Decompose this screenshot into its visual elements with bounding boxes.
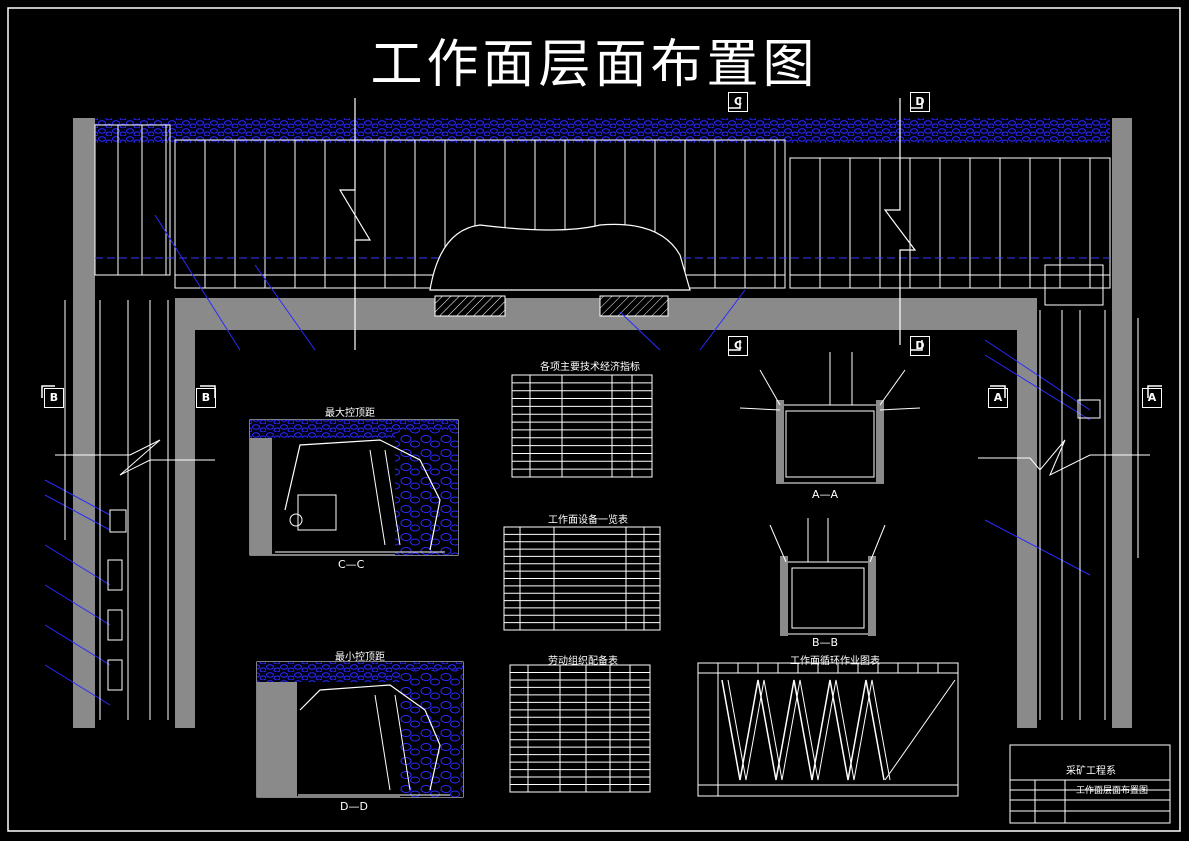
drawing-title: 工作面层面布置图 xyxy=(370,35,819,95)
table-equipment-title: 工作面设备一览表 xyxy=(548,515,628,526)
tag-b-left: B xyxy=(44,388,64,408)
cycle-chart xyxy=(697,662,959,797)
title-block xyxy=(1009,744,1171,824)
tag-a-left: A xyxy=(988,388,1008,408)
table-equipment xyxy=(503,526,661,631)
left-inner-wall xyxy=(175,298,195,728)
view-dd xyxy=(256,661,464,798)
label-max-control: 最大控顶距 xyxy=(325,408,375,419)
view-cc xyxy=(249,419,459,556)
top-inner-wall xyxy=(175,298,1017,330)
tag-b-right: B xyxy=(196,388,216,408)
tag-d-top: D xyxy=(910,92,930,112)
tag-a-right: A xyxy=(1142,388,1162,408)
table-labor xyxy=(509,664,651,793)
title-block-drawing-name: 工作面层面布置图 xyxy=(1076,786,1149,796)
tag-c-top: C xyxy=(728,92,748,112)
table-tech-title: 各项主要技术经济指标 xyxy=(540,362,640,373)
tag-c-bottom: C xyxy=(728,336,748,356)
table-tech xyxy=(511,374,653,478)
cycle-chart-title: 工作面循环作业图表 xyxy=(790,656,880,667)
view-bb xyxy=(769,518,886,636)
label-section-bb: B—B xyxy=(812,636,839,649)
right-outer-wall xyxy=(1112,118,1132,728)
sheet-border xyxy=(7,7,1181,832)
left-outer-wall xyxy=(73,118,95,728)
label-section-cc: C—C xyxy=(338,558,365,571)
label-section-aa: A—A xyxy=(812,488,839,501)
right-inner-wall xyxy=(1017,298,1037,728)
label-min-control: 最小控顶距 xyxy=(335,652,385,663)
title-block-org: 采矿工程系 xyxy=(1066,766,1116,777)
tag-d-bottom: D xyxy=(910,336,930,356)
view-aa xyxy=(739,352,921,484)
table-labor-title: 劳动组织配备表 xyxy=(548,656,618,667)
label-section-dd: D—D xyxy=(340,800,368,813)
roof-rock-strip xyxy=(95,118,1110,143)
